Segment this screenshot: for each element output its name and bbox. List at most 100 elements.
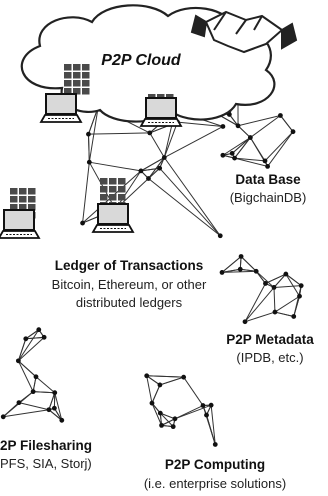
mesh-node [30, 389, 36, 395]
mesh-link [240, 256, 257, 272]
mesh-node [59, 417, 65, 423]
network-graph-icon [0, 327, 65, 423]
mesh-node [86, 159, 92, 165]
mesh-link [149, 132, 165, 158]
mesh-link [234, 157, 266, 162]
ledger-line1: Bitcoin, Ethereum, or other [51, 277, 207, 292]
mesh-link [89, 161, 141, 172]
mesh-link [273, 285, 302, 288]
metadata-title: P2P Metadata [226, 332, 314, 347]
mesh-link [148, 167, 161, 179]
mesh-node [23, 336, 29, 342]
server-cell [82, 64, 90, 71]
mesh-node [157, 165, 163, 171]
server-cell [109, 178, 117, 185]
server-cell [100, 186, 108, 193]
mesh-link [285, 273, 300, 297]
mesh-link [18, 391, 34, 404]
mesh-link [88, 161, 116, 210]
mesh-link [146, 375, 161, 386]
filesharing-title: 2P Filesharing [0, 438, 93, 453]
mesh-node [144, 373, 150, 379]
mesh-link [48, 409, 63, 421]
mesh-node [46, 407, 52, 413]
server-cell [109, 186, 117, 193]
laptop-icon [39, 93, 83, 123]
mesh-link [231, 137, 251, 154]
mesh-node [220, 152, 226, 158]
mesh-node [159, 422, 164, 428]
mesh-node [232, 155, 237, 161]
mesh-link [159, 167, 221, 237]
server-cell [28, 188, 36, 195]
mesh-link [265, 273, 287, 284]
mesh-link [183, 376, 204, 406]
cloud-title: P2P Cloud [101, 52, 181, 69]
mesh-node [237, 266, 243, 272]
server-cell [118, 186, 126, 193]
mesh-node [138, 168, 144, 174]
server-cell [19, 188, 27, 195]
mesh-link [244, 287, 275, 323]
mesh-node [149, 400, 155, 406]
laptop-icon [139, 97, 183, 127]
server-cell [28, 196, 36, 203]
mesh-link [221, 256, 242, 273]
mesh-node [80, 220, 85, 226]
mesh-link [2, 402, 20, 418]
mesh-node [219, 270, 225, 275]
mesh-link [244, 311, 276, 323]
mesh-node [15, 358, 21, 364]
server-cell [10, 196, 18, 203]
mesh-node [271, 285, 277, 290]
mesh-link [48, 392, 56, 410]
mesh-node [170, 424, 176, 430]
mesh-link [280, 115, 294, 133]
mesh-link [17, 360, 34, 392]
mesh-node [290, 129, 296, 135]
server-cell [10, 188, 18, 195]
mesh-link [244, 283, 266, 322]
mesh-node [16, 400, 22, 406]
network-graph-icon [144, 373, 218, 447]
mesh-link [273, 273, 287, 288]
metadata-subtitle: (IPDB, etc.) [236, 350, 304, 365]
server-cell [64, 64, 72, 71]
mesh-link [163, 157, 221, 237]
database-subtitle: (BigchainDB) [229, 190, 307, 205]
mesh-node [212, 442, 218, 447]
computing-subtitle: (i.e. enterprise solutions) [143, 476, 287, 491]
server-cell [100, 194, 108, 201]
mesh-link [35, 376, 56, 394]
mesh-node [51, 405, 57, 411]
mesh-link [274, 311, 294, 317]
mesh-link [285, 273, 302, 287]
server-cell [73, 80, 81, 87]
mesh-link [234, 137, 251, 159]
mesh-link [273, 287, 276, 313]
mesh-node [36, 327, 42, 333]
mesh-node [161, 155, 167, 160]
mesh-link [159, 376, 184, 386]
mesh-node [229, 150, 235, 156]
mesh-link [18, 402, 50, 411]
mesh-link [32, 376, 37, 392]
mesh-link [267, 131, 294, 167]
server-cell [19, 204, 27, 211]
mesh-link [222, 137, 251, 156]
mesh-node [263, 281, 268, 286]
mesh-link [151, 384, 161, 404]
mesh-link [163, 121, 178, 158]
mesh-link [25, 329, 40, 340]
mesh-node [200, 403, 206, 408]
mesh-node [41, 334, 47, 340]
database-title: Data Base [235, 172, 301, 187]
mesh-link [222, 270, 257, 273]
mesh-node [278, 113, 283, 118]
ledger-title: Ledger of Transactions [54, 258, 204, 273]
mesh-link [18, 336, 45, 362]
mesh-link [82, 162, 90, 224]
mesh-node [220, 124, 226, 129]
mesh-link [17, 338, 27, 362]
computing-title: P2P Computing [164, 457, 266, 472]
